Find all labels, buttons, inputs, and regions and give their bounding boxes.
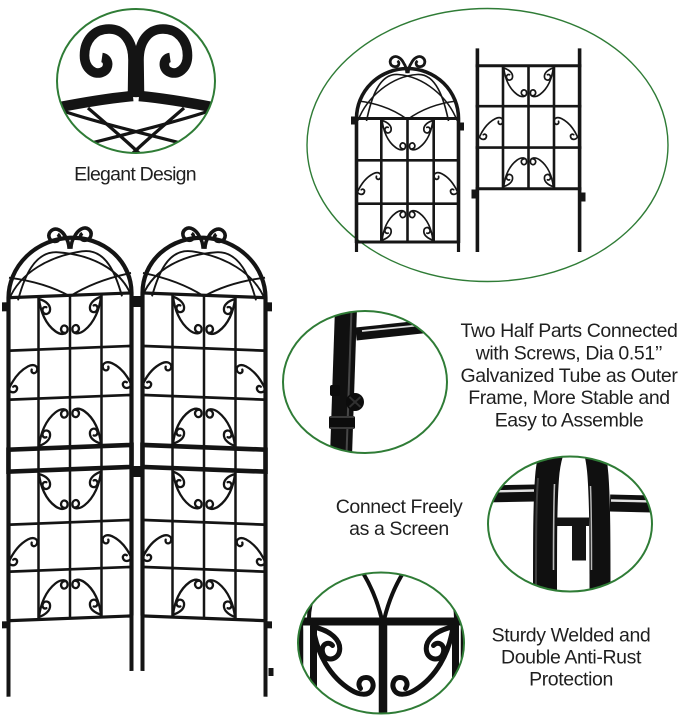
svg-text:Double Anti-Rust: Double Anti-Rust bbox=[501, 647, 642, 669]
svg-text:as a Screen: as a Screen bbox=[349, 518, 449, 540]
svg-text:Two Half Parts Connected: Two Half Parts Connected bbox=[461, 320, 678, 342]
svg-text:Protection: Protection bbox=[529, 669, 613, 691]
svg-text:Connect Freely: Connect Freely bbox=[336, 496, 463, 518]
svg-text:Frame, More Stable and: Frame, More Stable and bbox=[468, 387, 669, 409]
svg-text:with Screws, Dia 0.51’’: with Screws, Dia 0.51’’ bbox=[475, 342, 663, 364]
svg-text:Sturdy Welded and: Sturdy Welded and bbox=[492, 625, 651, 647]
svg-text:Easy to Assemble: Easy to Assemble bbox=[495, 410, 644, 432]
svg-text:Elegant Design: Elegant Design bbox=[74, 164, 196, 186]
svg-text:Galvanized Tube as Outer: Galvanized Tube as Outer bbox=[461, 365, 679, 387]
